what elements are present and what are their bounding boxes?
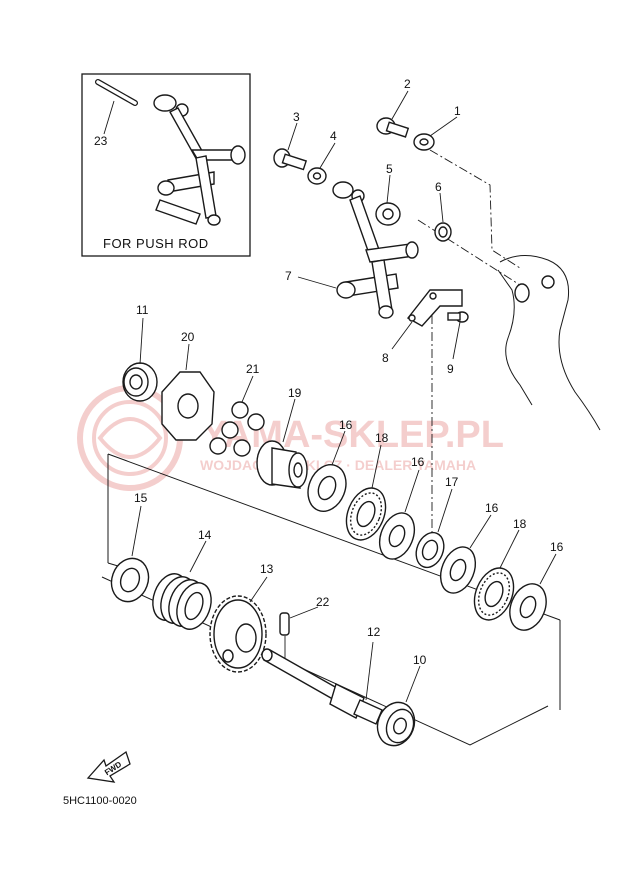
- label-part-p15: 15: [134, 491, 148, 505]
- washer-16d: [509, 583, 547, 631]
- label-part-p17: 17: [445, 475, 459, 489]
- label-part-p20: 20: [181, 330, 195, 344]
- lever-assembly-7: [332, 181, 419, 319]
- leader-lines: [131, 90, 557, 703]
- pin-22: [279, 612, 290, 660]
- label-part-p9: 9: [447, 362, 454, 376]
- oil-seal-6: [434, 222, 452, 242]
- label-part-p12: 12: [367, 625, 381, 639]
- label-part-p18b: 18: [513, 517, 527, 531]
- spring-14: [152, 573, 212, 630]
- engine-case-outline: [497, 255, 601, 431]
- collar-17: [415, 531, 445, 569]
- label-part-p6: 6: [435, 180, 442, 194]
- label-part-p11: 11: [136, 303, 149, 317]
- push-rod-part: [95, 79, 138, 106]
- fwd-arrow-icon: FWD: [86, 750, 131, 783]
- label-part-p8: 8: [382, 351, 389, 365]
- inset-push-rod: 23 FOR PUSH ROD: [81, 73, 251, 257]
- plate-8: [406, 289, 463, 327]
- label-part-p1: 1: [454, 104, 461, 118]
- washer-4: [307, 167, 327, 185]
- segment-20: [161, 371, 215, 441]
- label-part-p13: 13: [260, 562, 274, 576]
- screw-9: [447, 311, 469, 323]
- bearing-11: [122, 362, 158, 402]
- inset-caption: FOR PUSH ROD: [103, 236, 209, 251]
- oil-seal-15: [110, 557, 150, 603]
- label-part-p14: 14: [198, 528, 212, 542]
- inset-lever-assembly: [153, 94, 246, 226]
- label-part-p3: 3: [293, 110, 300, 124]
- label-part-p19: 19: [288, 386, 302, 400]
- label-part-p5: 5: [386, 162, 393, 176]
- label-part-p18a: 18: [375, 431, 389, 445]
- label-part-p16d: 16: [550, 540, 564, 554]
- bolt-2: [376, 117, 410, 138]
- label-part-p2: 2: [404, 77, 411, 91]
- needle-bearing-18a: [345, 487, 387, 541]
- shaft-12: [261, 648, 383, 725]
- washer-16b: [378, 512, 416, 560]
- label-part-p10: 10: [413, 653, 427, 667]
- center-lines: [417, 149, 521, 535]
- washer-16a: [307, 464, 347, 512]
- washer-16c: [439, 546, 477, 594]
- label-part-p22: 22: [316, 595, 330, 609]
- label-part-p16a: 16: [339, 418, 353, 432]
- label-part-p16b: 16: [411, 455, 425, 469]
- gear-13: [209, 595, 267, 673]
- label-part-p7: 7: [285, 269, 292, 283]
- diagram-code: 5HC1100-0020: [63, 795, 137, 807]
- needle-bearing-18b: [473, 567, 515, 621]
- bearing-10: [376, 701, 416, 747]
- label-part-p21: 21: [246, 362, 260, 376]
- balls-21: [209, 401, 265, 457]
- bolt-3: [273, 148, 308, 171]
- label-23: 23: [94, 134, 108, 148]
- cam-19: [256, 440, 308, 489]
- collar-5: [375, 202, 401, 226]
- label-part-p16c: 16: [485, 501, 499, 515]
- washer-1: [413, 133, 435, 151]
- part-labels: 1234567891011121314151616161617181819202…: [134, 77, 564, 667]
- label-part-p4: 4: [330, 129, 337, 143]
